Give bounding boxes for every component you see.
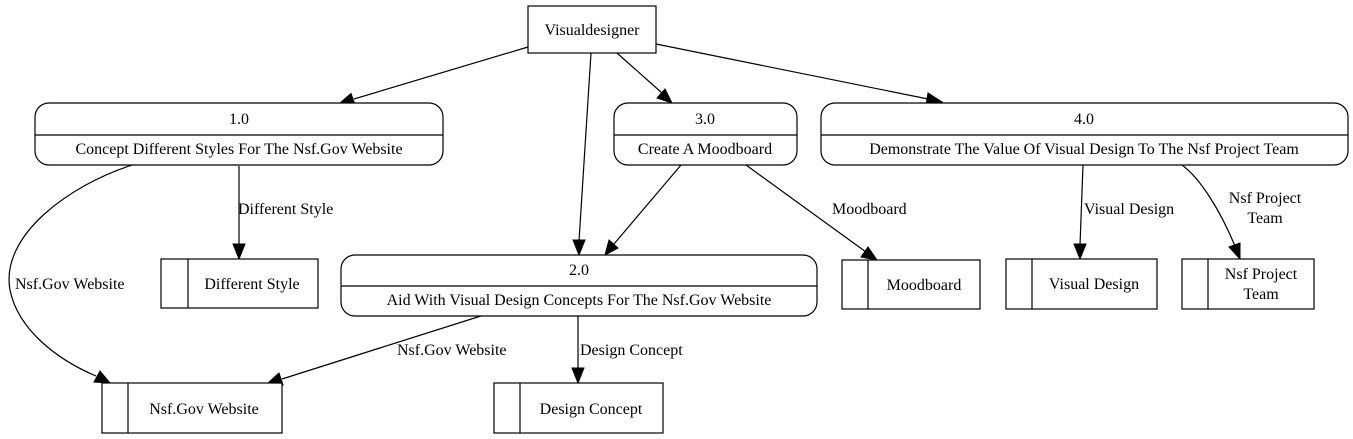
- edge-entity-to-process-3: [616, 52, 663, 94]
- store-different-style-label: Different Style: [204, 276, 299, 293]
- edge-label-design-concept: Design Concept: [580, 342, 683, 359]
- edge-label-visual-design: Visual Design: [1084, 201, 1174, 218]
- store-design-concept: Design Concept: [493, 382, 664, 434]
- edge-label-nsf-gov-website-left: Nsf.Gov Website: [15, 276, 125, 293]
- arrowhead-process-3-to-moodboard: [860, 246, 879, 261]
- arrowhead-process-1-to-different-style: [232, 243, 246, 261]
- edges: [8, 43, 1241, 386]
- store-nsf-gov-website: Nsf.Gov Website: [101, 382, 283, 434]
- process-3: 3.0 Create A Moodboard: [613, 102, 798, 166]
- edge-labels: Different Style Nsf.Gov Website Moodboar…: [15, 190, 1302, 359]
- store-nsf-project-team-label-line1: Nsf Project: [1225, 266, 1298, 283]
- store-visual-design: Visual Design: [1005, 258, 1158, 310]
- store-moodboard-box: [841, 259, 981, 310]
- store-design-concept-label: Design Concept: [540, 401, 643, 418]
- edge-label-moodboard: Moodboard: [832, 201, 907, 218]
- process-4: 4.0 Demonstrate The Value Of Visual Desi…: [820, 102, 1349, 166]
- process-3-number: 3.0: [695, 111, 715, 128]
- edge-label-nsf-project-team-line2: Team: [1247, 210, 1283, 227]
- edge-label-nsf-gov-website-center: Nsf.Gov Website: [397, 342, 507, 359]
- process-2: 2.0 Aid With Visual Design Concepts For …: [340, 254, 818, 317]
- process-2-label: Aid With Visual Design Concepts For The …: [387, 292, 772, 309]
- process-4-number: 4.0: [1074, 111, 1094, 128]
- process-1-number: 1.0: [229, 111, 249, 128]
- edge-entity-to-process-1: [353, 46, 529, 100]
- arrowhead-process-4-to-visual-design: [1073, 243, 1087, 261]
- store-different-style-box: [160, 258, 319, 309]
- edge-label-nsf-project-team-line1: Nsf Project: [1229, 190, 1302, 207]
- arrowhead-entity-to-process-3: [656, 88, 673, 104]
- process-4-box: [820, 102, 1349, 166]
- entity-box: [527, 5, 657, 54]
- edge-process-4-to-visual-design: [1079, 164, 1084, 246]
- process-4-label: Demonstrate The Value Of Visual Design T…: [869, 141, 1299, 158]
- store-moodboard-label: Moodboard: [887, 277, 962, 294]
- entity-label: Visualdesigner: [544, 22, 640, 39]
- edge-process-1-to-nsf-gov-website: [8, 164, 133, 377]
- arrowhead-process-2-to-design-concept: [571, 367, 585, 385]
- store-different-style: Different Style: [160, 258, 319, 309]
- arrowhead-process-4-to-nsf-project-team: [1228, 242, 1241, 261]
- edge-process-3-to-process-2: [613, 164, 682, 245]
- entity-visualdesigner: Visualdesigner: [527, 5, 657, 54]
- edge-process-4-to-nsf-project-team: [1181, 164, 1236, 247]
- edge-entity-to-process-2: [578, 52, 592, 242]
- process-1-box: [34, 102, 444, 166]
- arrowhead-entity-to-process-2: [572, 239, 586, 257]
- store-nsf-project-team-label-line2: Team: [1243, 286, 1279, 303]
- store-visual-design-label: Visual Design: [1049, 276, 1139, 293]
- process-3-box: [613, 102, 798, 166]
- edge-entity-to-process-4: [655, 43, 929, 100]
- process-1: 1.0 Concept Different Styles For The Nsf…: [34, 102, 444, 166]
- arrowhead-process-3-to-process-2: [604, 239, 619, 256]
- edge-process-3-to-moodboard: [745, 164, 867, 253]
- store-nsf-gov-website-box: [101, 382, 283, 434]
- store-design-concept-box: [493, 382, 664, 434]
- process-2-number: 2.0: [569, 262, 589, 279]
- store-nsf-gov-website-label: Nsf.Gov Website: [149, 401, 259, 418]
- store-nsf-project-team: Nsf Project Team: [1181, 258, 1315, 310]
- store-moodboard: Moodboard: [841, 259, 981, 310]
- edge-process-2-to-nsf-gov-website: [281, 314, 485, 380]
- arrowhead-process-1-to-nsf-gov-website: [93, 370, 112, 384]
- process-1-label: Concept Different Styles For The Nsf.Gov…: [75, 141, 402, 158]
- store-nsf-project-team-box: [1181, 258, 1315, 310]
- edge-label-different-style: Different Style: [238, 201, 333, 218]
- process-3-label: Create A Moodboard: [638, 141, 772, 158]
- store-visual-design-box: [1005, 258, 1158, 310]
